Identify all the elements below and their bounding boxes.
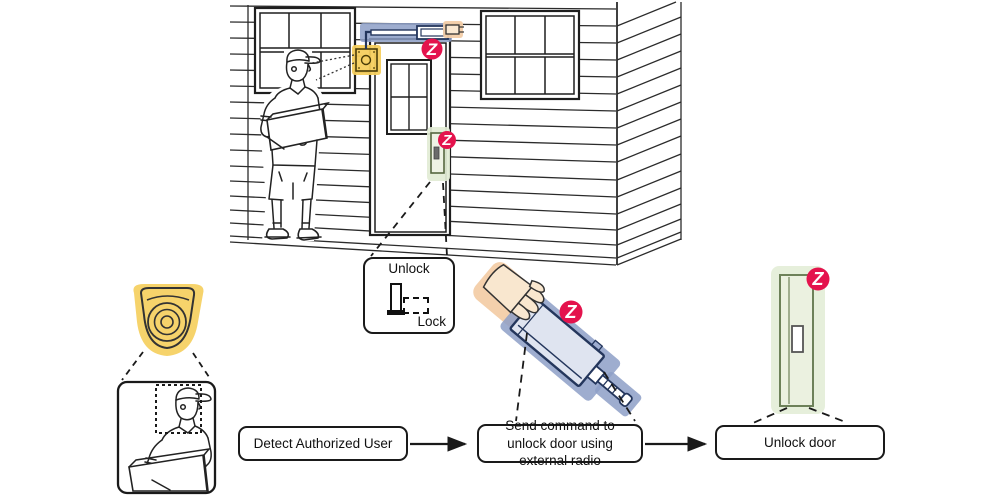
- zwave-letter: Z: [426, 40, 438, 59]
- zwave-logo-icon: Z: [559, 300, 583, 324]
- flow-step-detect-user-label: Detect Authorized User: [253, 435, 393, 451]
- flow-step-unlock-door-label: Unlock door: [763, 434, 837, 450]
- deadbolt-base: [387, 310, 405, 315]
- camera-frame-pointer-lines: [121, 351, 212, 381]
- door-flow-pointer-lines: [752, 407, 849, 424]
- window-right: [479, 9, 581, 101]
- hand-holding-radio: [482, 263, 545, 321]
- flow-step-send-command: Send command to unlock door using extern…: [477, 418, 643, 468]
- face-detection-box: [155, 384, 202, 434]
- lock-callout-pointer-lines: [370, 181, 448, 257]
- zwave-letter: Z: [565, 302, 578, 322]
- zwave-logo-icon: Z: [806, 267, 830, 291]
- flow-step-send-command-label: Send command to unlock door using extern…: [505, 418, 615, 469]
- doorbell-camera-device: [352, 45, 381, 75]
- lock-state-callout: Unlock Lock: [363, 257, 455, 334]
- lock-state-label: Lock: [417, 314, 446, 329]
- sdr-radio-device: [473, 262, 642, 417]
- zwave-logo-icon: Z: [438, 131, 456, 149]
- radio-flow-pointer-lines: [515, 332, 636, 422]
- external-radio-device: [360, 21, 464, 49]
- unlock-state-label: Unlock: [388, 261, 430, 276]
- flow-step-unlock-door: Unlock door: [715, 425, 885, 460]
- security-dome-camera: [133, 284, 204, 356]
- person-at-door: [260, 49, 330, 241]
- zwave-letter: Z: [441, 132, 452, 149]
- zwave-letter: Z: [812, 269, 825, 289]
- zwave-logo-icon: Z: [421, 38, 443, 60]
- unlocked-door-panel: [771, 266, 825, 414]
- deadbolt-extended-icon: [390, 283, 402, 312]
- detected-person: [128, 387, 212, 492]
- deadbolt-retracted-icon: [403, 297, 429, 314]
- flow-step-detect-user: Detect Authorized User: [238, 426, 408, 461]
